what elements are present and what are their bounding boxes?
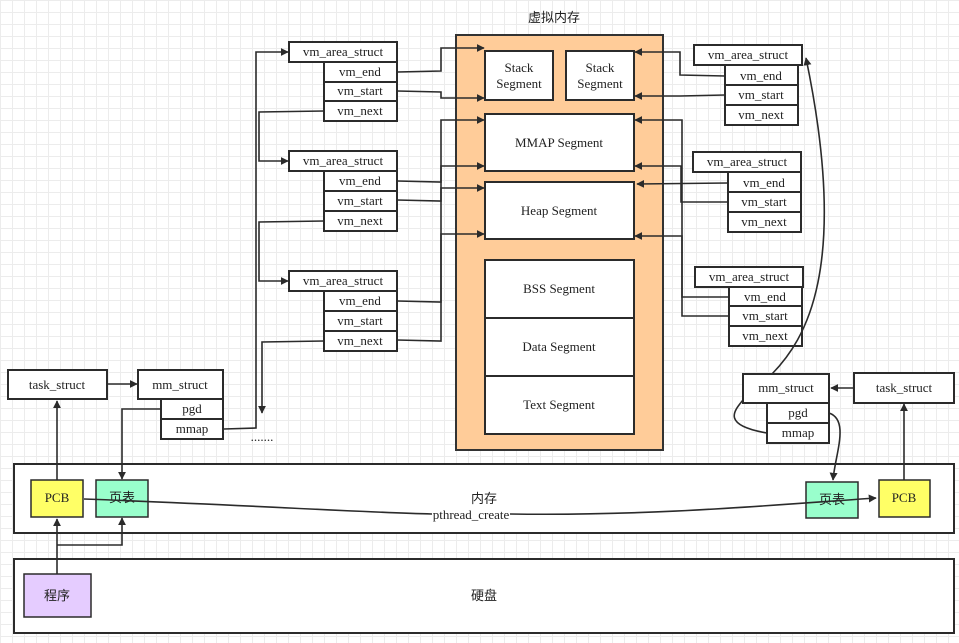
memory-region: 内存 [13, 463, 955, 534]
left-process-arrows [53, 380, 161, 574]
thread-link-left [83, 498, 433, 515]
bss-segment: BSS Segment [484, 259, 635, 319]
svg-text:vm_start: vm_start [337, 83, 383, 98]
text-segment: Text Segment [484, 375, 635, 435]
left-task-struct: task_struct [7, 369, 108, 400]
right-task-struct: task_struct [853, 372, 955, 404]
svg-text:vm_end: vm_end [744, 289, 786, 304]
svg-text:vm_start: vm_start [738, 87, 784, 102]
svg-text:硬盘: 硬盘 [471, 588, 497, 604]
right-mm-struct: mm_struct pgd mmap [742, 373, 830, 444]
right-vma-2: vm_area_struct vm_end vm_start vm_next [692, 151, 802, 233]
right-process-arrows [733, 384, 908, 481]
svg-text:vm_next: vm_next [337, 333, 383, 348]
svg-text:vm_end: vm_end [740, 68, 782, 83]
svg-text:vm_end: vm_end [743, 175, 785, 190]
pcb-right: PCB [878, 479, 931, 518]
svg-text:vm_end: vm_end [339, 173, 381, 188]
left-vma-2: vm_area_struct vm_end vm_start vm_next [288, 150, 398, 232]
svg-text:程序: 程序 [44, 589, 70, 604]
left-vma-3: vm_area_struct vm_end vm_start vm_next [288, 270, 398, 352]
svg-text:pgd: pgd [182, 401, 202, 416]
svg-text:vm_next: vm_next [337, 103, 383, 118]
svg-text:Text Segment: Text Segment [523, 397, 595, 412]
stack-segment-left: Stack Segment [484, 50, 554, 101]
svg-text:vm_next: vm_next [337, 213, 383, 228]
ellipsis-label: ....... [251, 429, 274, 444]
virtual-memory-title: 虚拟内存 [528, 10, 580, 26]
right-vma-1: vm_area_struct vm_end vm_start vm_next [693, 44, 803, 126]
right-vma-connectors [634, 48, 826, 375]
svg-text:vm_end: vm_end [339, 293, 381, 308]
svg-text:pgd: pgd [788, 405, 808, 420]
svg-text:task_struct: task_struct [29, 377, 86, 392]
svg-text:Data Segment: Data Segment [522, 339, 596, 354]
mmap-segment: MMAP Segment [484, 113, 635, 172]
left-vma-connectors [223, 44, 485, 430]
svg-text:vm_next: vm_next [738, 107, 784, 122]
svg-text:vm_end: vm_end [339, 64, 381, 79]
svg-text:MMAP Segment: MMAP Segment [515, 135, 603, 150]
pcb-left: PCB [30, 479, 84, 518]
program-box: 程序 [23, 573, 92, 618]
data-segment: Data Segment [484, 317, 635, 377]
svg-text:vm_start: vm_start [742, 308, 788, 323]
svg-text:PCB: PCB [45, 490, 70, 505]
svg-text:Segment: Segment [496, 76, 542, 91]
svg-text:task_struct: task_struct [876, 380, 933, 395]
svg-text:vm_area_struct: vm_area_struct [303, 273, 384, 288]
left-mm-struct: mm_struct pgd mmap [137, 369, 224, 440]
svg-text:vm_area_struct: vm_area_struct [707, 154, 788, 169]
svg-text:vm_area_struct: vm_area_struct [303, 153, 384, 168]
svg-text:Segment: Segment [577, 76, 623, 91]
disk-region: 硬盘 [13, 558, 955, 634]
svg-text:vm_area_struct: vm_area_struct [708, 47, 789, 62]
heap-segment: Heap Segment [484, 181, 635, 240]
svg-text:PCB: PCB [892, 490, 917, 505]
left-vma-1: vm_area_struct vm_end vm_start vm_next [288, 41, 398, 122]
page-table-left: 页表 [95, 479, 149, 518]
svg-text:mmap: mmap [782, 425, 815, 440]
svg-text:内存: 内存 [471, 491, 497, 507]
svg-text:vm_area_struct: vm_area_struct [709, 269, 790, 284]
svg-text:mm_struct: mm_struct [758, 380, 814, 395]
thread-link-right [509, 494, 877, 516]
svg-text:mmap: mmap [176, 421, 209, 436]
svg-text:vm_area_struct: vm_area_struct [303, 44, 384, 59]
svg-text:Stack: Stack [505, 60, 534, 75]
svg-text:BSS Segment: BSS Segment [523, 281, 595, 296]
svg-text:Stack: Stack [586, 60, 615, 75]
svg-text:mm_struct: mm_struct [152, 377, 208, 392]
pthread-create-label: pthread_create [433, 507, 510, 522]
svg-text:vm_next: vm_next [742, 328, 788, 343]
svg-text:vm_start: vm_start [337, 313, 383, 328]
svg-text:页表: 页表 [109, 491, 135, 506]
svg-text:vm_start: vm_start [337, 193, 383, 208]
svg-text:Heap Segment: Heap Segment [521, 203, 598, 218]
right-vma-3: vm_area_struct vm_end vm_start vm_next [694, 266, 804, 347]
svg-text:vm_next: vm_next [741, 214, 787, 229]
stack-segment-right: Stack Segment [565, 50, 635, 101]
svg-text:vm_start: vm_start [741, 194, 787, 209]
